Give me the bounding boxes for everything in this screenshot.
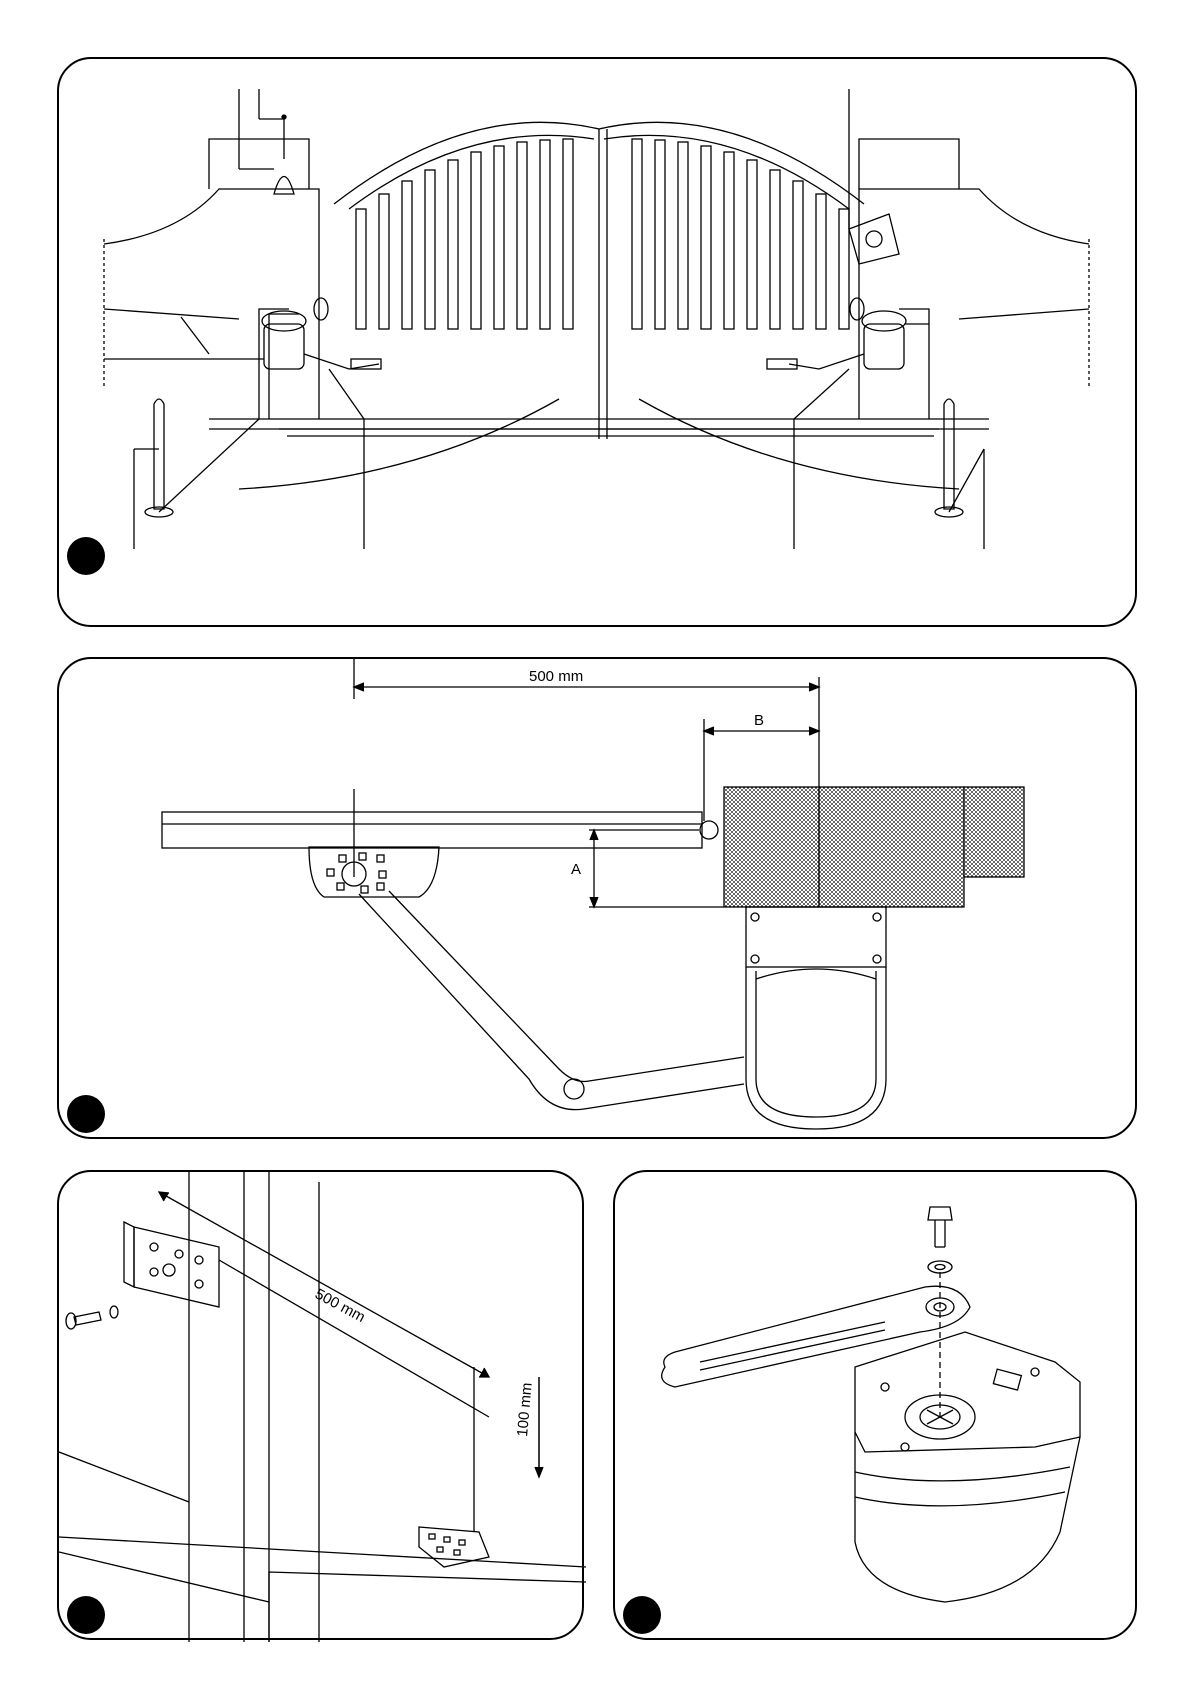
panel-arm-mounting — [613, 1170, 1137, 1640]
dimension-500mm: 500 mm — [529, 668, 583, 685]
motor-body — [855, 1432, 1080, 1602]
key-selector — [849, 214, 899, 264]
figure-marker-3 — [67, 1596, 105, 1634]
gate-bracket — [309, 847, 439, 897]
arm-mounting-drawing — [615, 1172, 1139, 1642]
hinge-pin — [700, 821, 718, 839]
arm-outer — [359, 894, 744, 1110]
right-photocell — [850, 298, 864, 320]
right-column — [944, 399, 954, 509]
dimension-500mm-perspective: 500 mm — [312, 1286, 368, 1326]
panel-arm-geometry: 500 mm B A — [57, 657, 1137, 1139]
washer — [110, 1306, 118, 1318]
pillar-extension — [964, 787, 1024, 877]
right-leaf-bars — [632, 139, 849, 329]
pillar-bracket — [134, 1227, 219, 1307]
motor-top-cover — [855, 1332, 1080, 1452]
left-column — [154, 399, 164, 509]
figure-marker-2 — [67, 1095, 105, 1133]
left-photocell — [314, 298, 328, 320]
right-motor-top — [862, 311, 906, 331]
panel-bracket-position: 500 mm 100 mm — [57, 1170, 584, 1640]
pillar-block — [724, 787, 964, 907]
bracket-position-drawing: 500 mm 100 mm — [59, 1172, 586, 1642]
figure-marker-1 — [67, 537, 105, 575]
washer — [928, 1261, 952, 1273]
flashing-light — [274, 177, 294, 195]
motor-mount — [746, 907, 886, 967]
arm-inner — [389, 891, 744, 1082]
dimension-a: A — [571, 861, 581, 878]
bolt-head — [928, 1207, 952, 1220]
panel-gate-overview — [57, 57, 1137, 627]
dimension-b: B — [754, 712, 764, 729]
dimension-100mm: 100 mm — [514, 1382, 536, 1437]
arm-joint — [564, 1079, 584, 1099]
gate-overview-drawing — [59, 59, 1139, 629]
arm-geometry-drawing: 500 mm B A — [59, 659, 1139, 1141]
left-arm — [304, 354, 379, 369]
right-arm — [789, 354, 864, 369]
screw — [74, 1312, 101, 1325]
figure-marker-4 — [623, 1596, 661, 1634]
